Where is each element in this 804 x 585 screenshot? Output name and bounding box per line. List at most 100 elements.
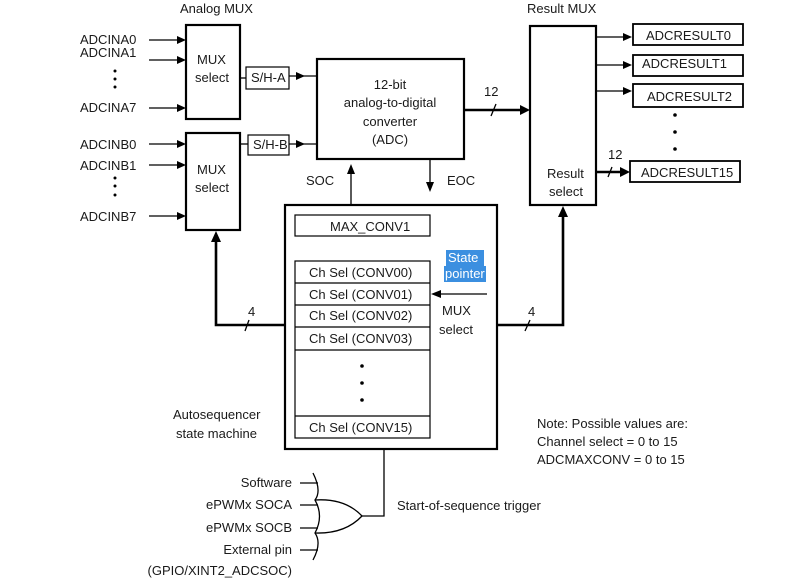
arrow-icon: [211, 231, 221, 242]
mux-a: MUX select ADCINA0 ADCINA1 ADCINA7 S/H-A: [80, 23, 317, 121]
mux-b-label-1: MUX: [197, 162, 226, 177]
arrow-icon: [296, 140, 305, 148]
arrow-icon: [520, 105, 530, 115]
state-pointer-highlight: [446, 250, 484, 266]
ellipsis-dot: [113, 176, 117, 180]
adcresult15-box: [629, 160, 741, 183]
note-line-2: Channel select = 0 to 15: [537, 434, 678, 449]
trigger-input-software: Software: [241, 475, 292, 490]
trigger-input-external: External pin: [223, 542, 292, 557]
adc: 12-bit analog-to-digital converter (ADC)…: [306, 57, 530, 205]
input-adcina1: ADCINA1: [80, 45, 136, 60]
sample-hold-b: [247, 134, 290, 156]
ellipsis-dot: [113, 85, 117, 89]
arrow-icon: [177, 36, 186, 44]
arrow-icon: [177, 104, 186, 112]
note-line-1: Note: Possible values are:: [537, 416, 688, 431]
result-bus-width: 12: [608, 147, 622, 162]
arrow-icon: [177, 212, 186, 220]
arrow-icon: [620, 167, 630, 177]
adc-box: [315, 57, 466, 161]
adc-label-2: analog-to-digital: [344, 95, 437, 110]
adc-label-3: converter: [363, 114, 418, 129]
adcresult1-box: [632, 54, 744, 77]
ellipsis-dot: [360, 398, 364, 402]
arrow-icon: [177, 56, 186, 64]
autosequencer-label-1: Autosequencer: [173, 407, 261, 422]
input-adcinb7: ADCINB7: [80, 209, 136, 224]
trigger: Software ePWMx SOCA ePWMx SOCB External …: [148, 449, 541, 578]
mux-a-box: [184, 23, 242, 121]
input-adcinb0: ADCINB0: [80, 137, 136, 152]
arrow-icon: [623, 61, 632, 69]
left-bus-width: 4: [248, 304, 255, 319]
max-conv-label: MAX_CONV1: [330, 219, 410, 234]
trigger-input-socA: ePWMx SOCA: [206, 497, 292, 512]
note-line-3: ADCMAXCONV = 0 to 15: [537, 452, 685, 467]
state-pointer-label-1: State: [448, 250, 478, 265]
arrow-icon: [431, 290, 441, 298]
note: Note: Possible values are: Channel selec…: [537, 416, 688, 467]
adc-bus-width: 12: [484, 84, 498, 99]
channel-conv00: Ch Sel (CONV00): [309, 265, 412, 280]
input-adcinb1: ADCINB1: [80, 158, 136, 173]
ellipsis-dot: [360, 381, 364, 385]
input-adcina0: ADCINA0: [80, 32, 136, 47]
or-gate-icon: [312, 472, 321, 561]
right-bus-width: 4: [528, 304, 535, 319]
result-mux: Result select ADCRESULT0 ADCRESULT1 ADCR…: [497, 23, 744, 332]
soc-label: SOC: [306, 173, 334, 188]
adc-label-4: (ADC): [372, 132, 408, 147]
arrow-icon: [623, 33, 632, 41]
arrow-icon: [426, 182, 434, 192]
ellipsis-dot: [673, 113, 677, 117]
sample-hold-a: [245, 66, 290, 90]
trigger-input-external-sub: (GPIO/XINT2_ADCSOC): [148, 563, 292, 578]
arrow-icon: [623, 87, 632, 95]
analog-mux-title: Analog MUX: [180, 1, 253, 16]
channel-conv03: Ch Sel (CONV03): [309, 331, 412, 346]
ellipsis-dot: [113, 77, 117, 81]
channel-conv01: Ch Sel (CONV01): [309, 287, 412, 302]
adc-label-1: 12-bit: [374, 77, 407, 92]
mux-select-label-2: select: [439, 322, 473, 337]
result-mux-label-1: Result: [547, 166, 584, 181]
adcresult15-label: ADCRESULT15: [641, 165, 733, 180]
autosequencer: MAX_CONV1 Ch Sel (CONV00) Ch Sel (CONV01…: [173, 203, 499, 451]
mux-select-label-1: MUX: [442, 303, 471, 318]
autosequencer-label-2: state machine: [176, 426, 257, 441]
result-mux-title: Result MUX: [527, 1, 597, 16]
sample-hold-b-label: S/H-B: [253, 137, 288, 152]
mux-b: MUX select ADCINB0 ADCINB1 ADCINB7 S/H-B: [80, 131, 317, 232]
ellipsis-dot: [113, 193, 117, 197]
ellipsis-dot: [673, 147, 677, 151]
arrow-icon: [177, 161, 186, 169]
result-mux-label-2: select: [549, 184, 583, 199]
ellipsis-dot: [113, 184, 117, 188]
max-conv-box: [294, 214, 431, 237]
channel-conv15: Ch Sel (CONV15): [309, 420, 412, 435]
adcresult1-label: ADCRESULT1: [642, 56, 727, 71]
state-pointer-label-2: pointer: [445, 266, 485, 281]
mux-a-label-1: MUX: [197, 52, 226, 67]
adcresult0-box: [632, 23, 744, 46]
arrow-icon: [296, 72, 305, 80]
result-mux-box: [528, 24, 598, 207]
ellipsis-dot: [360, 364, 364, 368]
arrow-icon: [347, 164, 355, 174]
mux-b-box: [184, 131, 242, 232]
trigger-input-socB: ePWMx SOCB: [206, 520, 292, 535]
adcresult2-label: ADCRESULT2: [647, 89, 732, 104]
arrow-icon: [177, 140, 186, 148]
start-of-sequence-label: Start-of-sequence trigger: [397, 498, 541, 513]
channel-conv02: Ch Sel (CONV02): [309, 308, 412, 323]
arrow-icon: [558, 206, 568, 217]
mux-a-label-2: select: [195, 70, 229, 85]
adcresult0-label: ADCRESULT0: [646, 28, 731, 43]
adcresult2-box: [632, 83, 744, 108]
ellipsis-dot: [113, 69, 117, 73]
mux-b-label-2: select: [195, 180, 229, 195]
input-adcina7: ADCINA7: [80, 100, 136, 115]
ellipsis-dot: [673, 130, 677, 134]
